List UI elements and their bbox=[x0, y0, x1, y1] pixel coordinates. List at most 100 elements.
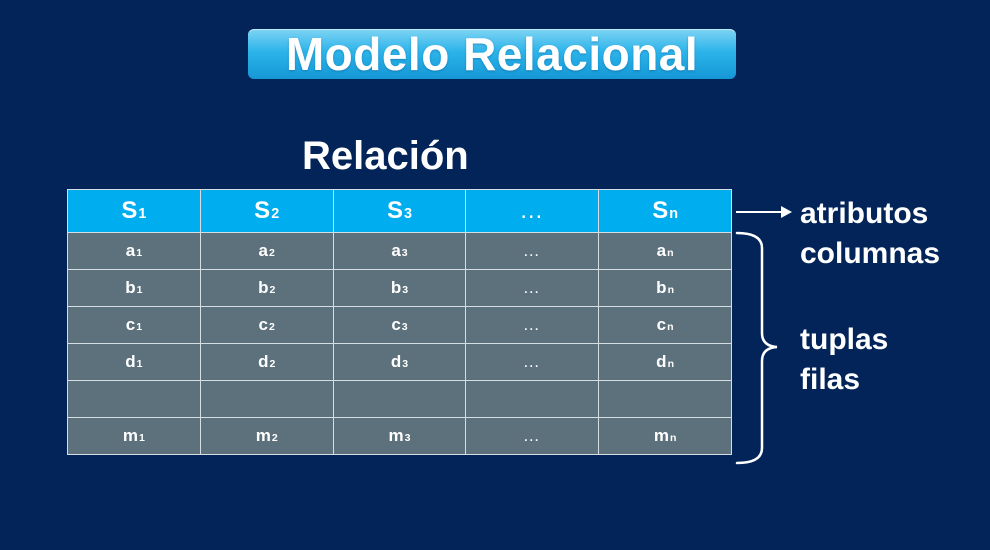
header-cell-base: S bbox=[386, 197, 403, 224]
cell-index: n bbox=[667, 358, 674, 370]
table-cell: bn bbox=[598, 269, 732, 307]
page-title: Modelo Relacional bbox=[285, 28, 699, 80]
cell-index: 2 bbox=[269, 358, 276, 370]
header-cell-index: 3 bbox=[403, 206, 412, 222]
tuples-label-line2: filas bbox=[800, 363, 861, 396]
header-cell-base: S bbox=[652, 197, 669, 224]
table-cell: … bbox=[465, 417, 600, 455]
table-row bbox=[67, 380, 732, 418]
cell-base: d bbox=[390, 352, 402, 371]
header-cell-index: n bbox=[669, 206, 678, 222]
table-cell: c2 bbox=[199, 306, 334, 344]
cell-index: 1 bbox=[136, 358, 143, 370]
cell-index: 3 bbox=[401, 321, 408, 333]
cell-base: a bbox=[125, 241, 136, 260]
cell-base: a bbox=[391, 241, 401, 260]
table-row: c1 c2 c3 … cn bbox=[67, 306, 732, 344]
cell-index: n bbox=[667, 321, 674, 333]
table-cell: a3 bbox=[332, 232, 467, 270]
cell-base: m bbox=[255, 426, 271, 445]
header-cell: S3 bbox=[332, 189, 467, 233]
table-cell bbox=[465, 380, 600, 418]
table-cell: … bbox=[465, 269, 600, 307]
cell-base: d bbox=[125, 352, 136, 371]
header-cell-index: 2 bbox=[271, 206, 280, 222]
table-row: m1 m2 m3 … mn bbox=[67, 417, 732, 455]
attributes-label-line1: atributos bbox=[800, 197, 929, 230]
cell-index: 2 bbox=[269, 321, 275, 333]
cell-index: 3 bbox=[404, 432, 411, 444]
table-cell: b3 bbox=[332, 269, 467, 307]
table-cell: d3 bbox=[332, 343, 467, 381]
header-cell-index: 1 bbox=[138, 206, 147, 222]
header-cell: S1 bbox=[67, 189, 201, 233]
cell-base: a bbox=[258, 241, 268, 260]
cell-base: c bbox=[125, 315, 136, 334]
table-cell bbox=[199, 380, 334, 418]
cell-index: 2 bbox=[269, 284, 276, 296]
cell-index: n bbox=[667, 284, 674, 296]
cell-base: b bbox=[656, 278, 667, 297]
table-cell: c3 bbox=[332, 306, 467, 344]
table-cell: an bbox=[598, 232, 732, 270]
cell-base: … bbox=[522, 426, 541, 445]
table-cell: m1 bbox=[67, 417, 201, 455]
cell-index: n bbox=[667, 247, 674, 259]
table-cell: … bbox=[465, 232, 600, 270]
table-cell: d2 bbox=[199, 343, 334, 381]
table-cell: m3 bbox=[332, 417, 467, 455]
cell-index: n bbox=[669, 432, 677, 444]
cell-base: c bbox=[258, 315, 268, 334]
cell-index: 3 bbox=[401, 247, 408, 259]
table-cell bbox=[598, 380, 732, 418]
header-cell-base: … bbox=[519, 197, 545, 224]
cell-index: 2 bbox=[271, 432, 278, 444]
table-cell: m2 bbox=[199, 417, 334, 455]
cell-index: 1 bbox=[136, 321, 143, 333]
tuples-brace-icon bbox=[735, 231, 778, 465]
header-cell-base: S bbox=[254, 197, 271, 224]
cell-index: 1 bbox=[139, 432, 145, 444]
table-cell: a1 bbox=[67, 232, 201, 270]
attributes-label-line2: columnas bbox=[800, 237, 941, 270]
header-cell-base: S bbox=[121, 197, 138, 224]
cell-base: m bbox=[653, 426, 669, 445]
table-cell: b1 bbox=[67, 269, 201, 307]
table-cell: cn bbox=[598, 306, 732, 344]
table-row: d1 d2 d3 … dn bbox=[67, 343, 732, 381]
header-row: S1 S2 S3 … Sn bbox=[67, 189, 732, 233]
cell-base: … bbox=[522, 352, 541, 371]
relation-heading: Relación bbox=[302, 134, 469, 178]
cell-base: c bbox=[391, 315, 401, 334]
cell-base: … bbox=[522, 278, 541, 297]
table-cell: dn bbox=[598, 343, 732, 381]
cell-base: … bbox=[522, 241, 541, 260]
attributes-arrow-head bbox=[781, 206, 792, 218]
table-cell: … bbox=[465, 306, 600, 344]
cell-base: c bbox=[656, 315, 667, 334]
header-cell: … bbox=[465, 189, 600, 233]
cell-base: b bbox=[390, 278, 402, 297]
cell-base: d bbox=[258, 352, 269, 371]
cell-base: b bbox=[125, 278, 136, 297]
cell-index: 1 bbox=[136, 284, 143, 296]
table-cell bbox=[67, 380, 201, 418]
tuples-label-line1: tuplas bbox=[800, 323, 889, 356]
cell-index: 3 bbox=[402, 284, 409, 296]
table-row: b1 b2 b3 … bn bbox=[67, 269, 732, 307]
table-row: a1 a2 a3 … an bbox=[67, 232, 732, 270]
table-cell bbox=[332, 380, 467, 418]
cell-base: d bbox=[656, 352, 667, 371]
header-cell: S2 bbox=[199, 189, 334, 233]
table-cell: a2 bbox=[199, 232, 334, 270]
relation-table: S1 S2 S3 … Sn a1 a2 a3 … an b1 b2 b3 … b… bbox=[67, 189, 732, 455]
tuples-label: tuplas filas bbox=[800, 320, 888, 400]
cell-base: m bbox=[122, 426, 139, 445]
table-cell: b2 bbox=[199, 269, 334, 307]
cell-base: … bbox=[522, 315, 541, 334]
cell-index: 2 bbox=[269, 247, 275, 259]
attributes-label: atributos columnas bbox=[800, 194, 940, 274]
table-cell: mn bbox=[598, 417, 732, 455]
cell-index: 1 bbox=[136, 247, 143, 259]
title-banner: Modelo Relacional bbox=[248, 29, 736, 79]
